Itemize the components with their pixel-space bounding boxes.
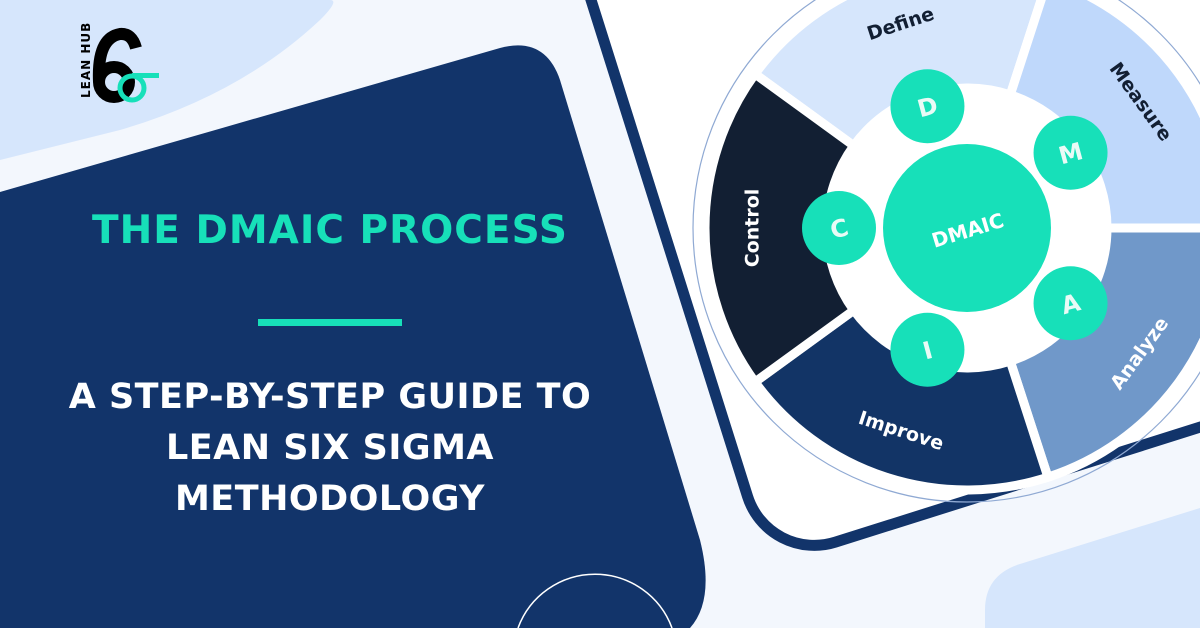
letter-circle-c: [802, 191, 876, 265]
title-divider: [258, 319, 402, 326]
subtitle-line: LEAN SIX SIGMA: [165, 428, 495, 468]
letter-circle-a: [1033, 266, 1108, 341]
lean-hub-logo: LEAN HUB: [79, 21, 162, 106]
segment-label: Control: [742, 189, 764, 268]
letter-circle-d: [890, 69, 965, 144]
bottom-right-light-shape: [985, 508, 1200, 628]
letter-circle-i: [890, 312, 965, 387]
logo-sigma: [117, 73, 159, 103]
logo-brand-text: LEAN HUB: [79, 21, 93, 98]
subtitle-line: A STEP-BY-STEP GUIDE TO: [68, 377, 592, 417]
page-title: THE DMAIC PROCESS: [92, 208, 568, 253]
outer-ring: [692, 0, 1200, 503]
dmaic-center-circle: [883, 144, 1051, 312]
navy-panel: [0, 45, 706, 628]
subtitle-line: METHODOLOGY: [174, 479, 486, 519]
logo-mark: [92, 27, 159, 103]
decorative-ring: [517, 573, 673, 628]
letter-circle-m: [1033, 115, 1108, 190]
subtitle: A STEP-BY-STEP GUIDE TO LEAN SIX SIGMA M…: [30, 372, 630, 525]
top-left-light-shape: [0, 0, 334, 160]
logo-numeral-six: [92, 27, 142, 103]
